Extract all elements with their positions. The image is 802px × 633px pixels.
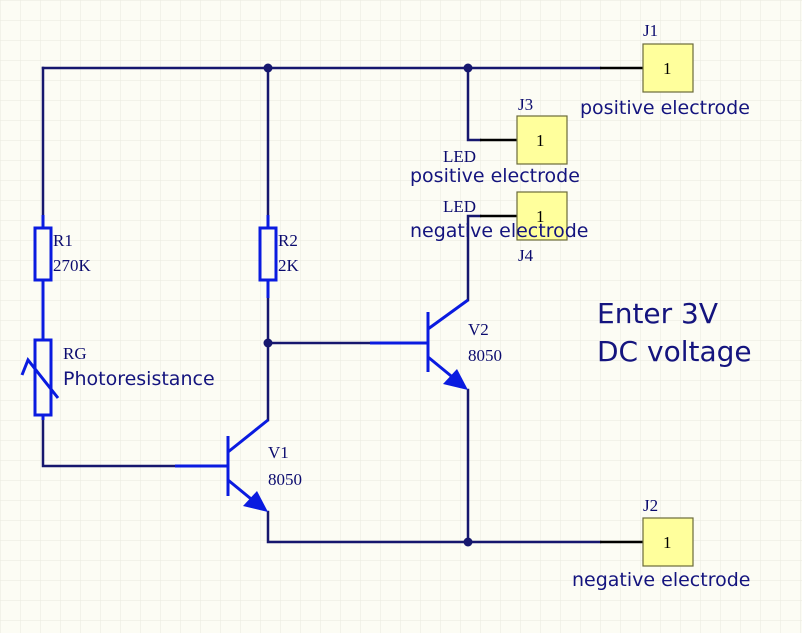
transistor-v1-emitter-arrow xyxy=(243,491,268,512)
connector-j3-ref: J3 xyxy=(518,95,533,114)
resistor-r2[interactable]: R2 2K xyxy=(258,215,300,298)
transistor-v2[interactable]: V2 8050 xyxy=(370,298,502,390)
transistor-v1-collector xyxy=(227,418,269,454)
connector-j1-pin-number: 1 xyxy=(663,59,672,78)
transistor-v2-value: 8050 xyxy=(468,346,502,365)
resistor-r2-value: 2K xyxy=(278,256,300,275)
connector-j1-body xyxy=(642,43,694,93)
transistor-v2-ref: V2 xyxy=(468,320,489,339)
connector-j3[interactable]: 1 J3 LED positive electrode xyxy=(410,95,580,187)
connector-j1-label: positive electrode xyxy=(580,97,750,119)
wire-j3-feed xyxy=(466,66,482,142)
resistor-r1-value: 270K xyxy=(53,256,92,275)
photoresistor-variable-line xyxy=(20,357,60,399)
resistor-r1-body xyxy=(33,226,53,282)
connector-j4-label-line1: LED xyxy=(443,197,476,216)
resistor-r1[interactable]: R1 270K xyxy=(33,215,92,298)
connector-j3-label-line1: LED xyxy=(443,147,476,166)
resistor-r2-body xyxy=(258,226,278,282)
connector-j4[interactable]: 1 LED negative electrode J4 xyxy=(410,191,588,265)
connector-j3-body xyxy=(516,115,568,165)
connector-j2-ref: J2 xyxy=(643,496,658,515)
transistor-v2-collector xyxy=(427,298,469,331)
photoresistor-value: Photoresistance xyxy=(63,368,215,390)
connector-j4-body xyxy=(516,191,568,241)
transistor-v2-emitter-arrow xyxy=(443,369,468,390)
connector-j2-body xyxy=(642,517,694,567)
wire-left-vertical-bottom xyxy=(41,418,177,468)
photoresistor-ref: RG xyxy=(63,344,87,363)
connector-j3-pin-number: 1 xyxy=(536,131,545,150)
connector-j4-ref: J4 xyxy=(518,246,534,265)
voltage-note-line1: Enter 3V xyxy=(597,297,718,330)
voltage-note-line2: DC voltage xyxy=(597,335,752,368)
connector-j1-ref: J1 xyxy=(643,21,658,40)
transistor-v1-ref: V1 xyxy=(268,443,289,462)
resistor-r1-ref: R1 xyxy=(53,231,73,250)
connector-j4-pin-number: 1 xyxy=(536,207,545,226)
connector-j2-label: negative electrode xyxy=(572,569,750,591)
junction-dot xyxy=(463,537,473,547)
transistor-v1-value: 8050 xyxy=(268,470,302,489)
junction-dot xyxy=(263,63,273,73)
junction-dot xyxy=(463,63,473,73)
junction-dot xyxy=(263,338,273,348)
connector-j3-label-line2: positive electrode xyxy=(410,165,580,187)
wire-bottom-rail xyxy=(266,510,602,544)
wires xyxy=(41,66,602,544)
wire-j4-feed xyxy=(466,214,482,302)
connector-j1[interactable]: 1 J1 positive electrode xyxy=(580,21,750,119)
connector-j4-label-line2: negative electrode xyxy=(410,220,588,242)
connector-j2-pin-number: 1 xyxy=(663,533,672,552)
voltage-note: Enter 3V DC voltage xyxy=(597,297,752,368)
junctions xyxy=(263,63,473,547)
photoresistor-rg[interactable]: RG Photoresistance xyxy=(20,298,215,420)
connector-j2[interactable]: 1 J2 negative electrode xyxy=(572,496,750,591)
resistor-r2-ref: R2 xyxy=(278,231,298,250)
transistor-v1[interactable]: V1 8050 xyxy=(175,418,302,512)
